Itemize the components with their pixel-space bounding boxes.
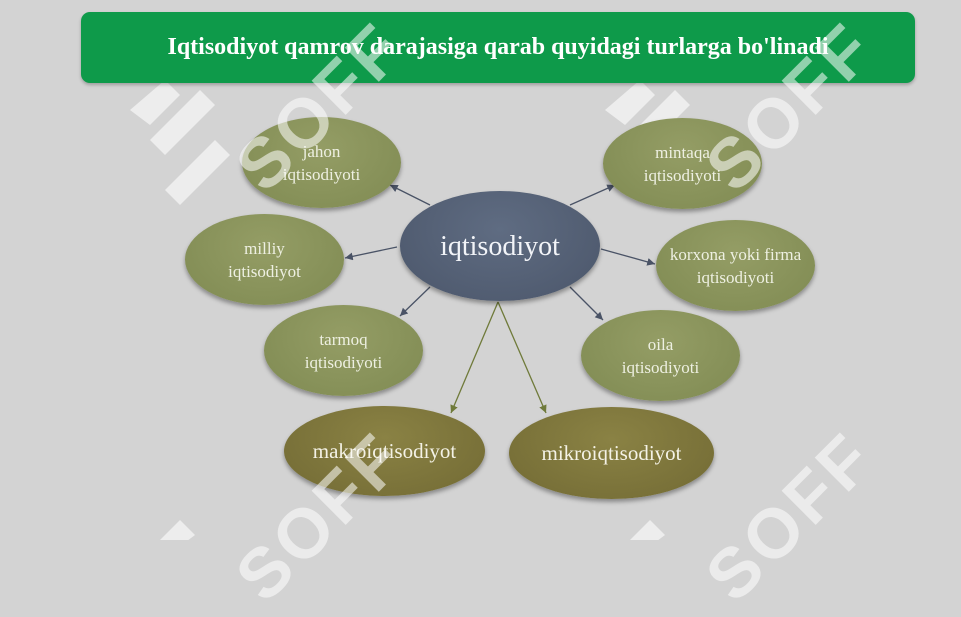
node-korxona: korxona yoki firma iqtisodiyoti [656, 220, 815, 311]
node-oila-label: oila iqtisodiyoti [621, 334, 700, 377]
center-node-label: iqtisodiyot [440, 230, 560, 262]
node-jahon-label: jahon iqtisodiyoti [282, 141, 361, 184]
page-title: Iqtisodiyot qamrov darajasiga qarab quyi… [167, 34, 829, 60]
node-korxona-label: korxona yoki firma iqtisodiyoti [669, 244, 802, 287]
node-milliy: milliy iqtisodiyot [185, 214, 344, 305]
arrow-to-mikro [497, 301, 547, 414]
node-mintaqa-label: mintaqa iqtisodiyoti [643, 142, 722, 185]
arrow-to-oila [569, 286, 604, 321]
node-tarmoq-label: tarmoq iqtisodiyoti [304, 329, 383, 372]
node-jahon: jahon iqtisodiyoti [242, 117, 401, 208]
node-makro-label: makroiqtisodiyot [312, 438, 457, 463]
center-node-iqtisodiyot: iqtisodiyot [400, 191, 600, 301]
node-mintaqa: mintaqa iqtisodiyoti [603, 118, 762, 209]
arrow-to-korxona [600, 248, 656, 266]
arrow-to-jahon [389, 184, 431, 206]
node-mikro-label: mikroiqtisodiyot [541, 440, 682, 465]
arrow-to-makro [450, 301, 499, 414]
title-banner: Iqtisodiyot qamrov darajasiga qarab quyi… [81, 12, 915, 83]
node-milliy-label: milliy iqtisodiyot [228, 238, 301, 281]
arrow-to-tarmoq [399, 286, 431, 317]
node-tarmoq: tarmoq iqtisodiyoti [264, 305, 423, 396]
node-makroiqtisodiyot: makroiqtisodiyot [284, 406, 485, 496]
node-oila: oila iqtisodiyoti [581, 310, 740, 401]
arrow-to-milliy [344, 246, 398, 261]
arrow-to-mintaqa [569, 184, 616, 206]
node-mikroiqtisodiyot: mikroiqtisodiyot [509, 407, 714, 499]
connector-arrows [344, 184, 656, 414]
